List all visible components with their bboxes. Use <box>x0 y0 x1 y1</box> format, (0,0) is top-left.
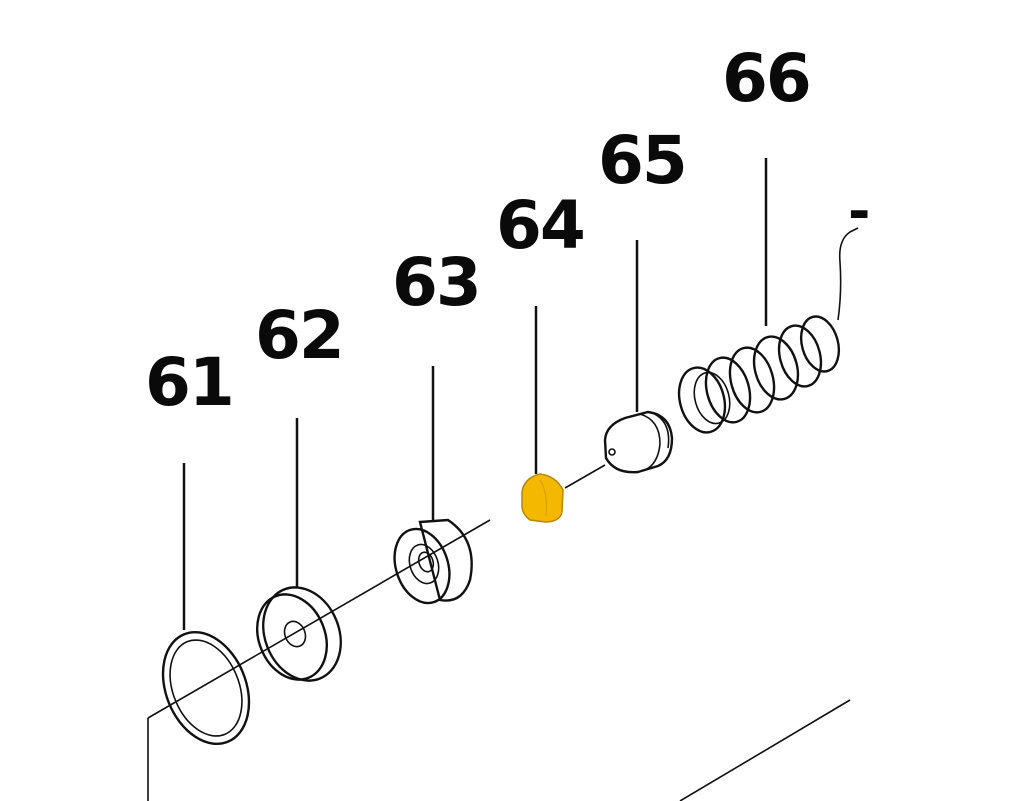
callout-62: 62 <box>255 297 343 374</box>
part-63-bushing[interactable] <box>386 518 473 610</box>
callout-labels: 61 62 63 64 65 66 <box>145 40 812 421</box>
callout-66: 66 <box>722 40 810 117</box>
end-marker: - <box>848 180 870 243</box>
part-62-washer[interactable] <box>245 576 354 693</box>
part-65-valve-plug[interactable] <box>603 410 674 474</box>
callout-64: 64 <box>496 187 584 264</box>
assembly-axis <box>147 464 851 801</box>
callout-63: 63 <box>392 244 480 321</box>
callout-61: 61 <box>145 344 233 421</box>
callout-65: 65 <box>598 122 686 199</box>
part-66-spring[interactable] <box>672 227 859 438</box>
part-61-o-ring[interactable] <box>147 619 265 757</box>
leader-lines <box>182 158 768 630</box>
part-64-ball[interactable] <box>521 473 564 523</box>
